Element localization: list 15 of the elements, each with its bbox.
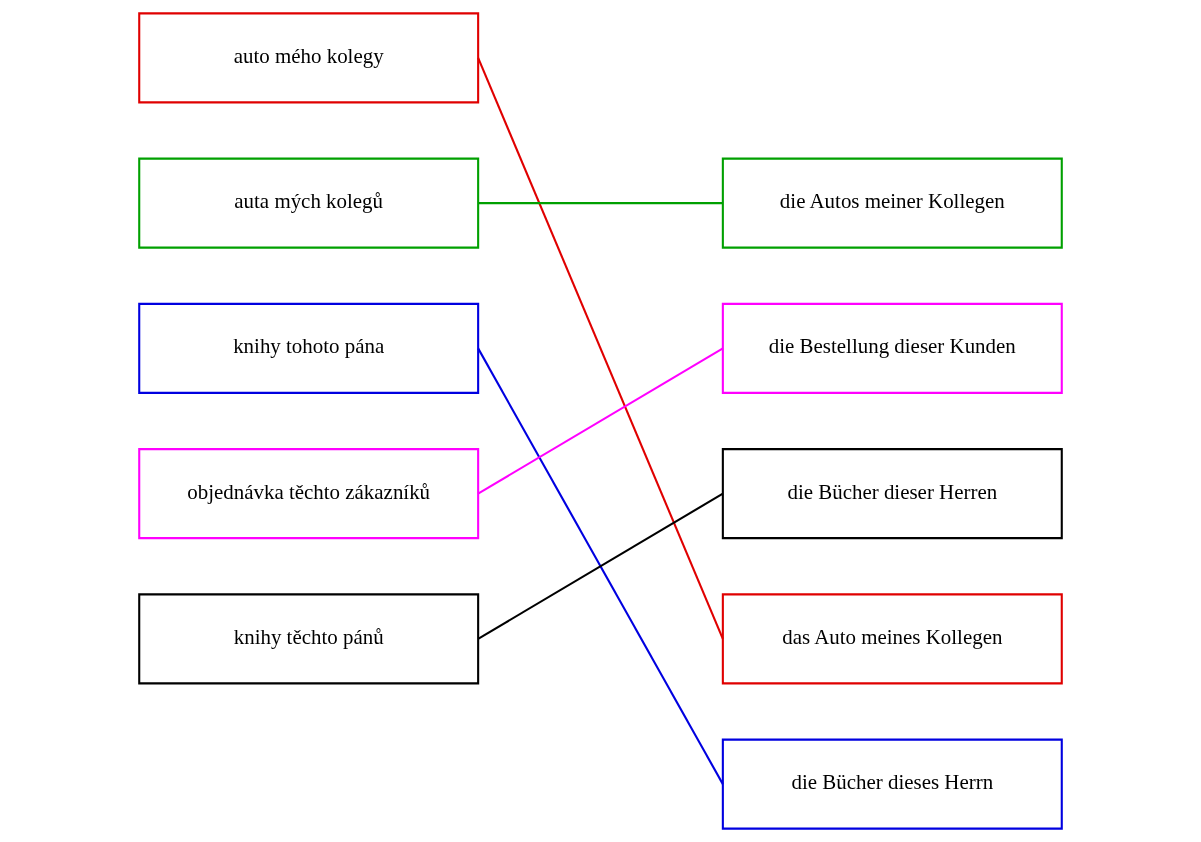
node-box: auto mého kolegy (138, 12, 480, 104)
connector (477, 347, 724, 785)
node-box: knihy těchto pánů (138, 593, 480, 685)
node-box: objednávka těchto zákazníků (138, 448, 480, 540)
node-box: die Bücher dieser Herren (721, 448, 1063, 540)
connector (477, 492, 724, 640)
connector (477, 57, 724, 640)
node-box: das Auto meines Kollegen (721, 593, 1063, 685)
node-box: die Bestellung dieser Kunden (721, 302, 1063, 394)
node-box: die Autos meiner Kollegen (721, 157, 1063, 249)
node-box: die Bücher dieses Herrn (721, 738, 1063, 830)
node-box: auta mých kolegů (138, 157, 480, 249)
connector (478, 202, 723, 205)
node-box: knihy tohoto pána (138, 302, 480, 394)
connector (477, 347, 724, 495)
